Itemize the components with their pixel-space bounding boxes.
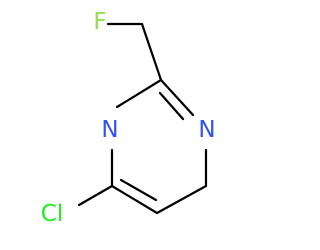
bond-c6-c5: [155, 184, 208, 215]
molecule-structure: F N N Cl: [41, 9, 216, 227]
structure-canvas: F N N Cl: [40, 9, 216, 227]
bond-c5-c4: [110, 184, 159, 215]
bond-c4-cl: [77, 184, 114, 207]
bond-c2-n-right: [159, 78, 195, 117]
nitrogen-right-atom-label: N: [198, 117, 215, 143]
chlorine-atom-label: Cl: [41, 201, 63, 227]
fluorine-atom-label: F: [93, 9, 106, 35]
bond-c5-c4-inner: [119, 178, 158, 202]
bonds: [77, 22, 208, 215]
bond-c2-n-right-inner: [158, 91, 185, 121]
bond-c2-n-left: [115, 78, 163, 109]
bond-ch2-c2: [140, 22, 163, 82]
nitrogen-left-atom-label: N: [101, 117, 118, 143]
